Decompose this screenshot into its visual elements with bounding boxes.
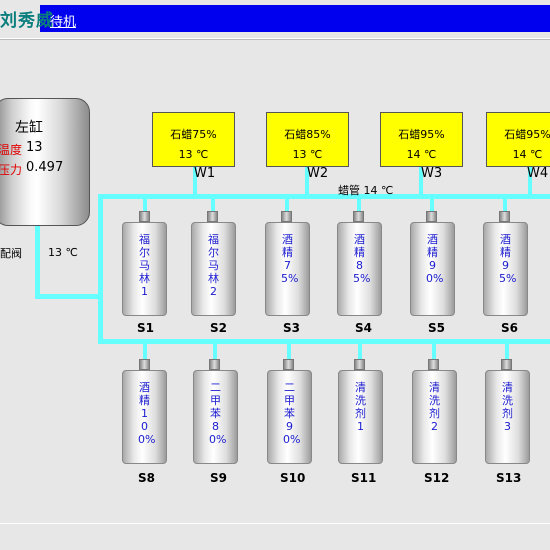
station-s6-name: S6 [501, 321, 518, 335]
station-s8[interactable]: 酒精100% [122, 370, 167, 464]
bottle-cap [501, 359, 512, 370]
tank-temp-value: 13 [26, 140, 43, 155]
pipe-s3 [285, 197, 289, 211]
wax-w3-name: W3 [421, 166, 443, 181]
station-s12-label: 清洗剂2 [429, 381, 440, 433]
station-s5-label: 酒精90% [426, 233, 444, 285]
pipe-s4 [357, 197, 361, 211]
wax-w4-name: W4 [527, 166, 549, 181]
wax-w1-type: 石蜡75% [170, 128, 217, 141]
station-s13-label: 清洗剂3 [502, 381, 513, 433]
valve-temp: 13 ℃ [48, 246, 78, 259]
station-s2-label: 福尔马林2 [208, 233, 219, 298]
station-s13[interactable]: 清洗剂3 [485, 370, 530, 464]
station-s5[interactable]: 酒精90% [410, 222, 455, 316]
pipe-middle-horizontal [98, 339, 550, 344]
process-panel [0, 38, 550, 524]
station-s10[interactable]: 二甲苯90% [267, 370, 312, 464]
pipe-top-horizontal [98, 194, 550, 199]
bottle-cap [207, 211, 218, 222]
bottle-cap [354, 359, 365, 370]
pipe-s11 [358, 342, 362, 360]
station-s13-name: S13 [496, 471, 522, 485]
left-tank[interactable] [0, 98, 90, 226]
bottle-cap [283, 359, 294, 370]
station-s9-name: S9 [210, 471, 227, 485]
station-s11-label: 清洗剂1 [355, 381, 366, 433]
pipe-w2 [305, 167, 309, 197]
pipe-left-vertical [98, 194, 103, 344]
station-s8-label: 酒精100% [138, 381, 156, 446]
bottle-cap [209, 359, 220, 370]
bottle-cap [139, 359, 150, 370]
valve-label: 配阀 [0, 247, 22, 260]
wax-w2-temp: 13 ℃ [292, 148, 323, 161]
station-s3-name: S3 [283, 321, 300, 335]
wax-w1-temp: 13 ℃ [178, 148, 209, 161]
bottle-cap [353, 211, 364, 222]
pipe-tank-down [35, 224, 40, 299]
station-s1[interactable]: 福尔马林1 [122, 222, 167, 316]
pipe-s1 [143, 197, 147, 211]
bottle-cap [281, 211, 292, 222]
pipe-from-tank [35, 294, 103, 299]
bottle-cap [499, 211, 510, 222]
tank-temp-label: 温度 [0, 143, 23, 157]
station-s10-name: S10 [280, 471, 306, 485]
station-s9-label: 二甲苯80% [209, 381, 227, 446]
status-tab[interactable]: 待机 [50, 15, 77, 30]
pipe-w3 [419, 167, 423, 197]
pipe-s2 [211, 197, 215, 211]
bottle-cap [426, 211, 437, 222]
station-s8-name: S8 [138, 471, 155, 485]
station-s12-name: S12 [424, 471, 450, 485]
station-s3-label: 酒精75% [281, 233, 299, 285]
station-s12[interactable]: 清洗剂2 [412, 370, 457, 464]
station-s4-name: S4 [355, 321, 372, 335]
station-s10-label: 二甲苯90% [283, 381, 301, 446]
wax-w3-temp: 14 ℃ [406, 148, 437, 161]
station-s2-name: S2 [210, 321, 227, 335]
pipe-s9 [213, 342, 217, 360]
tank-pressure-label: 压力 [0, 163, 23, 177]
tank-pressure-value: 0.497 [26, 160, 64, 175]
title-bar [40, 5, 550, 32]
pipe-s8 [143, 342, 147, 360]
station-s2[interactable]: 福尔马林2 [191, 222, 236, 316]
wax-box-w2[interactable]: 石蜡85% 13 ℃ [266, 112, 349, 167]
wax-w1-name: W1 [194, 166, 216, 181]
main-pipe-label: 蜡管 14 ℃ [338, 184, 394, 197]
station-s6[interactable]: 酒精95% [483, 222, 528, 316]
pipe-w4 [528, 167, 532, 197]
pipe-s6 [503, 197, 507, 211]
station-s4[interactable]: 酒精85% [337, 222, 382, 316]
wax-box-w4[interactable]: 石蜡95% 14 ℃ [486, 112, 550, 167]
brand-name: 刘秀威 [0, 11, 54, 31]
station-s5-name: S5 [428, 321, 445, 335]
tank-title: 左缸 [15, 120, 43, 136]
pipe-w1 [193, 167, 197, 197]
wax-w2-name: W2 [307, 166, 329, 181]
wax-box-w1[interactable]: 石蜡75% 13 ℃ [152, 112, 235, 167]
station-s11[interactable]: 清洗剂1 [338, 370, 383, 464]
pipe-s10 [287, 342, 291, 360]
station-s1-label: 福尔马林1 [139, 233, 150, 298]
station-s9[interactable]: 二甲苯80% [193, 370, 238, 464]
pipe-s13 [505, 342, 509, 360]
wax-w2-type: 石蜡85% [284, 128, 331, 141]
wax-box-w3[interactable]: 石蜡95% 14 ℃ [380, 112, 463, 167]
station-s6-label: 酒精95% [499, 233, 517, 285]
station-s11-name: S11 [351, 471, 377, 485]
bottle-cap [428, 359, 439, 370]
pipe-s5 [430, 197, 434, 211]
station-s4-label: 酒精85% [353, 233, 371, 285]
station-s3[interactable]: 酒精75% [265, 222, 310, 316]
station-s1-name: S1 [137, 321, 154, 335]
wax-w3-type: 石蜡95% [398, 128, 445, 141]
top-bar: 刘秀威 待机 [0, 0, 550, 32]
wax-w4-temp: 14 ℃ [512, 148, 543, 161]
bottle-cap [139, 211, 150, 222]
wax-w4-type: 石蜡95% [504, 128, 550, 141]
pipe-s12 [432, 342, 436, 360]
